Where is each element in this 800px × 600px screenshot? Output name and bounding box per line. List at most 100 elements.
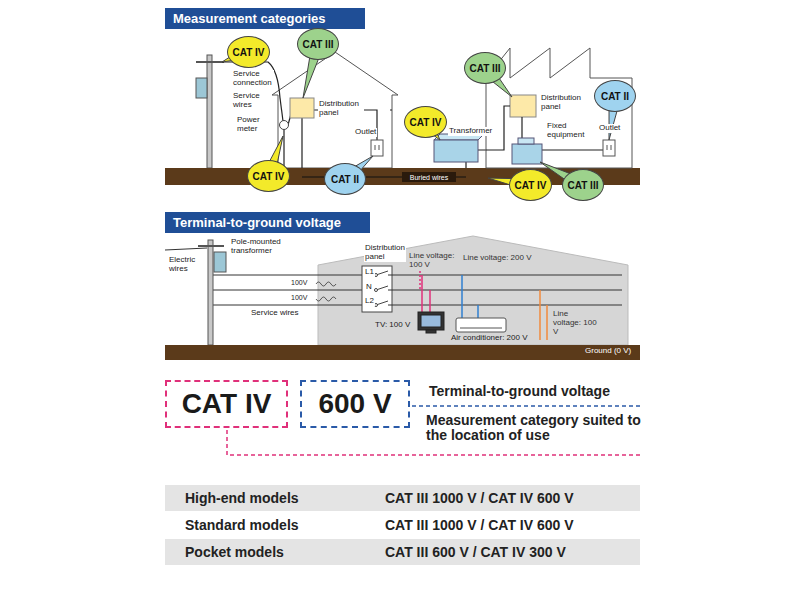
callout-bubble: CAT III [562,169,604,201]
air-conditioner [456,318,506,332]
utility-pole [196,78,207,98]
outlet [603,140,615,156]
outlet [603,140,615,156]
part-label: Terminal-to-ground voltage [428,384,611,399]
node-text: CAT III [470,63,501,74]
tv [418,312,444,333]
tv [418,312,444,330]
node-text: CAT IV [252,171,284,182]
model-name: Standard models [185,512,299,538]
callout-bubble: CAT IV [509,169,552,201]
outlet-connection [546,305,548,340]
transformer [434,134,484,162]
callout-bubble: CAT II [594,80,636,112]
node-text: Measurement categories [173,11,325,26]
part-label: Line voltage: 100 V [552,310,598,336]
node-text: Terminal-to-ground voltage [173,215,341,230]
model-name: Pocket models [185,539,284,565]
wire [542,149,603,150]
node-text: Buried wires [410,174,449,181]
leader-line [412,405,640,407]
outlet-connection [540,290,547,340]
outlet [611,145,612,150]
part-label: Air conditioner: 200 V [450,334,529,343]
distribution-panel [510,95,536,117]
part-label: N [365,283,373,292]
distribution-panel [375,304,378,307]
part-label: Power meter [236,116,272,134]
ground [165,345,640,360]
utility-pole [198,245,224,247]
part-label: Service wires [250,309,300,318]
electric-wire [213,305,362,306]
rating-text: CAT III 600 V / CAT IV 300 V [385,539,566,565]
wire [542,149,603,150]
wire [390,109,392,110]
part-label: Measurement category suited to the locat… [425,413,642,444]
callout-bubble: CAT II [324,163,366,195]
outlet [603,140,615,156]
node-text: CAT II [331,174,359,185]
category-box: CAT IV [165,380,288,428]
house [272,52,398,168]
node-text: CAT III [568,180,599,191]
ac-connection [477,305,479,318]
distribution-panel [510,95,536,117]
house-wire [388,305,622,306]
fixed-equipment [512,144,542,164]
node-text: CAT III [303,39,334,50]
utility-pole [207,55,212,168]
voltage-box: 600 V [300,380,410,428]
tv-connection [420,271,430,312]
part-label: Outlet [354,128,377,137]
electric-wire [165,248,362,305]
wire-label-box: Buried wires [402,172,456,182]
table-row: High-end modelsCAT III 1000 V / CAT IV 6… [165,485,640,511]
air-conditioner [460,328,502,329]
outlet [611,145,612,150]
utility-pole [196,61,224,63]
wire [283,129,284,168]
distribution-panel [362,266,392,312]
part-label: Transformer [448,127,493,136]
ac-connection [462,275,478,318]
section-title: Measurement categories [165,8,365,29]
node-text: CAT II [601,91,629,102]
tv-connection [419,271,421,290]
table-row: Standard modelsCAT III 1000 V / CAT IV 6… [165,512,640,538]
distribution-panel [375,289,378,292]
sine-wave [316,282,336,286]
house [318,236,628,345]
electric-wire [213,275,362,276]
air-conditioner [456,318,506,332]
part-label: Distribution panel [364,244,406,262]
section-title: Terminal-to-ground voltage [165,212,370,233]
part-label: Service wires [232,92,266,110]
part-label: Electric wires [168,256,204,274]
wire [486,106,603,150]
transformer [434,140,478,162]
callout-bubble: CAT IV [404,106,447,138]
outlet [607,145,608,150]
part-label: Fixed equipment [546,122,592,140]
part-label: Pole-mounted transformer [230,238,296,256]
callout-bubble: CAT IV [227,36,270,68]
tv [426,330,436,333]
part-label: Outlet [598,124,621,133]
outlet [371,140,383,156]
callout-bubble: CAT IV [247,160,290,192]
fixed-equipment [518,138,534,144]
outlet [375,145,376,150]
part-label: TV: 100 V [374,321,411,330]
callout-bubble: CAT III [464,52,506,84]
house [318,236,628,345]
house [272,52,398,168]
wire [280,98,283,121]
part-label: L2 [364,297,375,306]
part-label: Ground (0 V) [584,347,632,356]
part-label: Distribution panel [540,94,586,112]
part-label: 100V [290,279,308,287]
node-text: 600 V [318,388,391,420]
callout-bubble: CAT III [297,28,339,60]
tv [421,315,441,327]
